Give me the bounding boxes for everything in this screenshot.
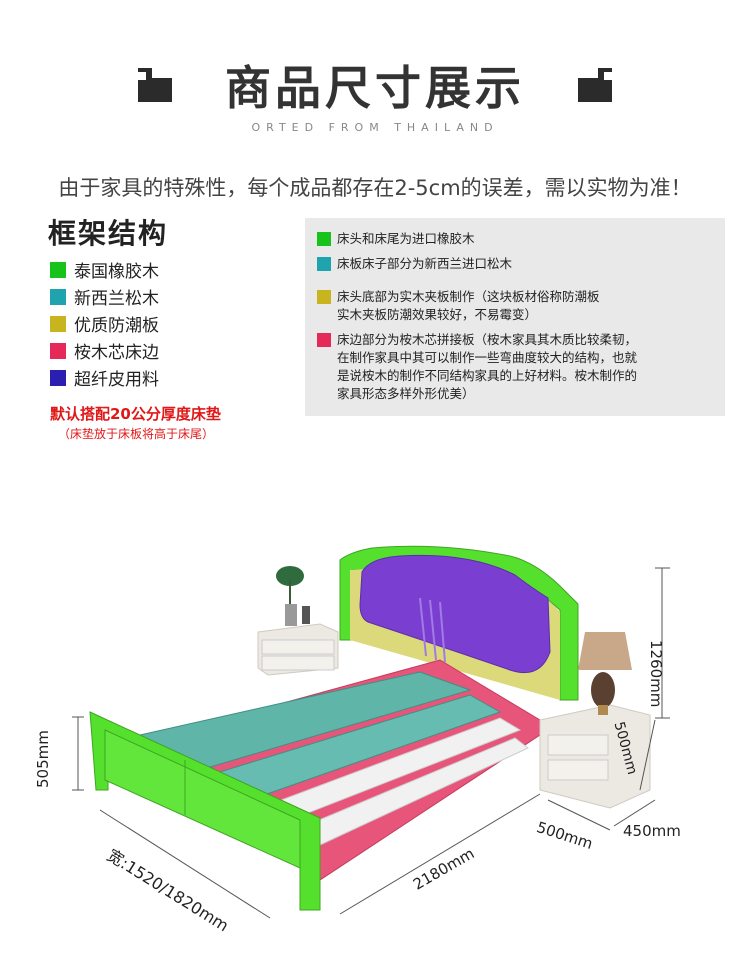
legend-item-pine: 新西兰松木	[50, 283, 159, 310]
material-description-panel: 床头和床尾为进口橡胶木 床板床子部分为新西兰进口松木 床头底部为实木夹板制作（这…	[305, 218, 725, 416]
material-legend: 泰国橡胶木 新西兰松木 优质防潮板 桉木芯床边 超纤皮用料	[50, 256, 159, 391]
legend-label: 新西兰松木	[74, 289, 159, 309]
legend-item-eucalyptus: 桉木芯床边	[50, 337, 159, 364]
bed-illustration	[72, 545, 670, 919]
page-subtitle: ORTED FROM THAILAND	[251, 121, 499, 134]
mattress-subnote: （床垫放于床板将高于床尾）	[58, 427, 215, 441]
headboard	[339, 545, 579, 701]
mattress-note: 默认搭配20公分厚度床垫	[50, 405, 221, 423]
legend-swatch	[50, 369, 66, 386]
panel-swatch	[317, 290, 331, 304]
page-title: 商品尺寸展示	[225, 61, 525, 115]
legend-item-rubberwood: 泰国橡胶木	[50, 256, 159, 283]
footboard	[89, 711, 321, 911]
legend-label: 优质防潮板	[74, 316, 159, 336]
dim-footboard-height: 505mm	[34, 730, 52, 788]
frame-structure-title: 框架结构	[48, 217, 169, 250]
panel-item-slats: 床板床子部分为新西兰进口松木	[317, 255, 717, 273]
legend-item-moisture-board: 优质防潮板	[50, 310, 159, 337]
legend-swatch	[50, 261, 66, 278]
legend-swatch	[50, 315, 66, 332]
dim-nightstand-depth: 450mm	[623, 822, 681, 840]
bed-slats	[138, 671, 529, 846]
dim-headboard-height: 1260mm	[647, 640, 665, 708]
right-corner-deco-icon	[578, 68, 612, 102]
panel-swatch	[317, 232, 331, 246]
left-nightstand	[257, 566, 339, 676]
legend-swatch	[50, 288, 66, 305]
panel-swatch	[317, 257, 331, 271]
legend-swatch	[50, 342, 66, 359]
legend-item-microfiber: 超纤皮用料	[50, 364, 159, 391]
legend-label: 超纤皮用料	[74, 370, 159, 390]
panel-item-side-rail: 床边部分为桉木芯拼接板（桉木家具其木质比较柔韧， 在制作家具中其可以制作一些弯曲…	[317, 331, 717, 403]
legend-label: 泰国橡胶木	[74, 262, 159, 282]
panel-item-headboard: 床头和床尾为进口橡胶木	[317, 230, 717, 248]
panel-item-headboard-base: 床头底部为实木夹板制作（这块板材俗称防潮板 实木夹板防潮效果较好，不易霉变）	[317, 288, 717, 324]
right-nightstand	[539, 632, 651, 809]
left-corner-deco-icon	[138, 68, 172, 102]
tolerance-note: 由于家具的特殊性，每个成品都存在2-5cm的误差，需以实物为准！	[58, 176, 692, 200]
legend-label: 桉木芯床边	[74, 343, 159, 363]
panel-swatch	[317, 333, 331, 347]
